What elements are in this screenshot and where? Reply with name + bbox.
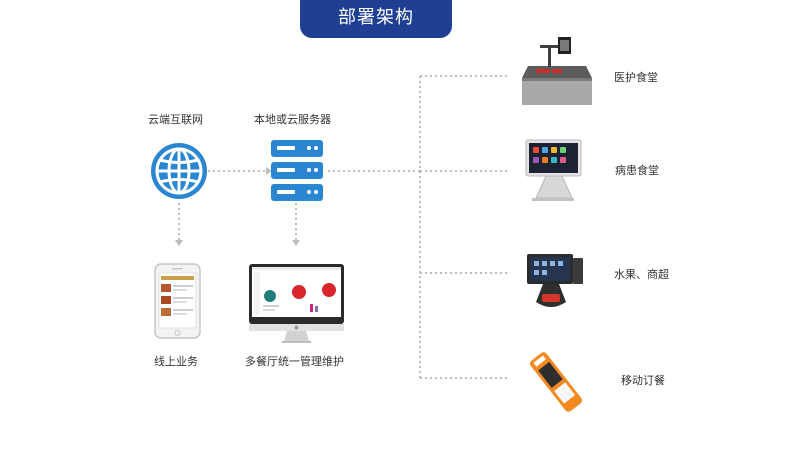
node-label-dev2: 病患食堂 xyxy=(615,164,659,177)
node-label-multi: 多餐厅统一管理维护 xyxy=(245,355,344,368)
node-label-dev3: 水果、商超 xyxy=(614,268,669,281)
node-label-dev4: 移动订餐 xyxy=(621,374,665,387)
page-title: 部署架构 xyxy=(300,0,452,38)
node-label-server: 本地或云服务器 xyxy=(254,113,331,126)
globe-icon xyxy=(151,143,207,199)
dual-screen-pos-icon xyxy=(527,254,583,307)
node-label-online: 线上业务 xyxy=(154,355,198,368)
connectors xyxy=(178,75,508,379)
arrowhead-server xyxy=(266,167,272,175)
imac-dashboard-icon xyxy=(249,264,344,343)
node-label-dev1: 医护食堂 xyxy=(614,71,658,84)
tablet-pos-icon xyxy=(525,139,582,201)
node-label-cloud: 云端互联网 xyxy=(148,113,203,126)
smartphone-icon xyxy=(154,263,201,339)
arrowhead-multi xyxy=(292,240,300,246)
counter-terminal-icon xyxy=(522,37,592,105)
server-icon xyxy=(271,140,323,201)
handheld-terminal-icon xyxy=(530,352,582,412)
arrowhead-online xyxy=(175,240,183,246)
arrowheads xyxy=(175,167,300,246)
